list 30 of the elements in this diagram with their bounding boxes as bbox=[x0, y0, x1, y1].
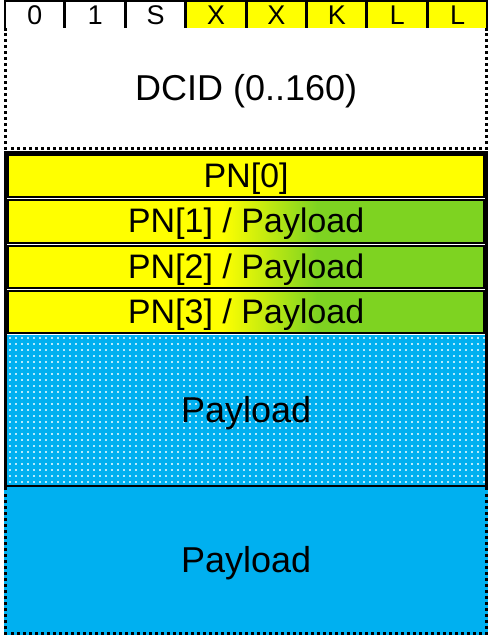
id-field bbox=[4, 28, 488, 150]
bit-field bbox=[306, 0, 368, 30]
packet-number-field bbox=[7, 290, 485, 334]
field-label: 1 bbox=[88, 0, 103, 30]
bit-field bbox=[246, 0, 307, 30]
bit-field bbox=[426, 0, 488, 30]
bit-field bbox=[185, 0, 247, 30]
field-label: L bbox=[450, 0, 465, 30]
bit-field bbox=[124, 0, 186, 30]
bit-field bbox=[366, 0, 428, 30]
field-label: S bbox=[146, 0, 164, 30]
bit-field bbox=[64, 0, 126, 30]
packet-number-field bbox=[7, 154, 485, 198]
packet-number-field bbox=[7, 199, 485, 244]
field-label: K bbox=[328, 0, 346, 30]
field-label: PN[2] / Payload bbox=[128, 248, 364, 286]
field-label: PN[3] / Payload bbox=[128, 292, 364, 332]
field-label: DCID (0..160) bbox=[134, 66, 358, 108]
field-label: PN[1] / Payload bbox=[128, 202, 364, 241]
payload-field bbox=[7, 335, 485, 485]
packet-number-field bbox=[7, 245, 485, 289]
field-label: PN[0] bbox=[203, 156, 289, 196]
field-label: X bbox=[267, 0, 286, 30]
field-label: 0 bbox=[27, 0, 42, 30]
field-label: Payload bbox=[180, 389, 312, 431]
field-label: X bbox=[206, 0, 225, 30]
field-label: Payload bbox=[180, 538, 312, 580]
field-label: L bbox=[390, 0, 405, 30]
bit-field bbox=[4, 0, 66, 30]
payload-field bbox=[4, 487, 488, 635]
